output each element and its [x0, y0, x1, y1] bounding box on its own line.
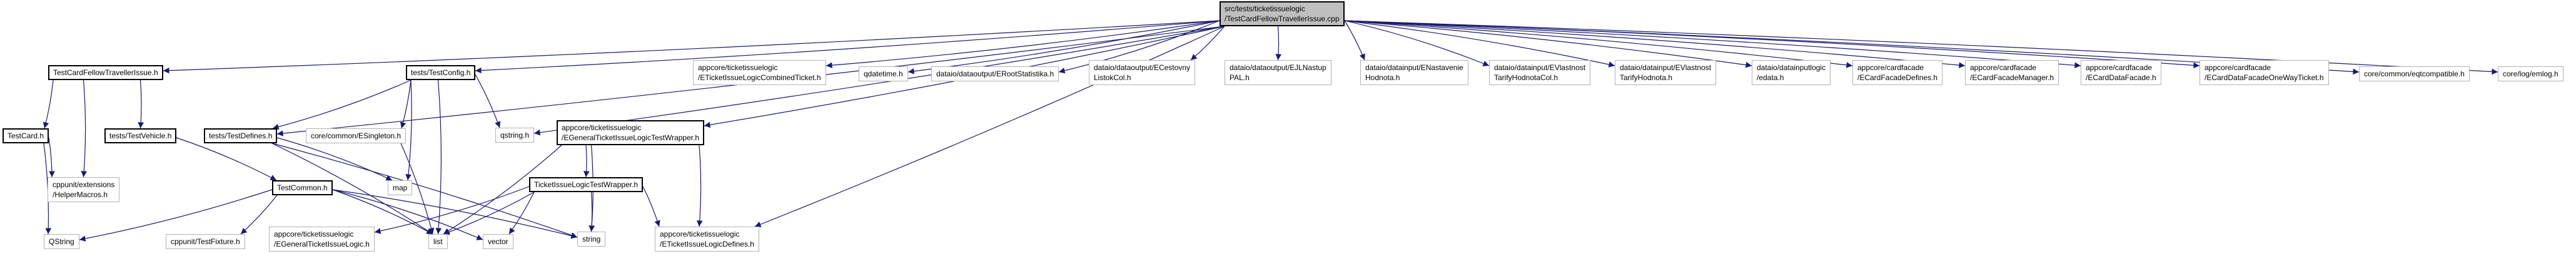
node-ecd_facade_ow: appcore/cardfacade /ECardDataFacadeOneWa…	[2200, 60, 2329, 85]
node-testcommon[interactable]: TestCommon.h	[272, 180, 333, 195]
node-evlast_col: dataio/datainput/EVlastnost TarifyHodnot…	[1489, 60, 1591, 85]
edge-root-ecd_facade_ow	[1344, 20, 2200, 69]
edge-root-enastavenie	[1344, 20, 1365, 61]
node-eqt_compat: core/common/eqtcompatible.h	[2359, 66, 2470, 81]
edge-testconfig-map	[405, 79, 412, 181]
node-eroot_stat: dataio/dataoutput/ERootStatistika.h	[931, 66, 1059, 81]
node-testfixture: cppunit/TestFixture.h	[166, 234, 245, 249]
edge-root-ecf_defines	[1344, 20, 1853, 68]
node-ejl_nastup: dataio/dataoutput/EJLNastup PAL.h	[1225, 60, 1331, 85]
node-testdefines[interactable]: tests/TestDefines.h	[204, 128, 278, 143]
node-ecf_defines: appcore/cardfacade /ECardFacadeDefines.h	[1852, 60, 1943, 85]
node-egtil: appcore/ticketissuelogic /EGeneralTicket…	[269, 227, 375, 252]
node-evlast: dataio/datainput/EVlastnost TarifyHodnot…	[1615, 60, 1717, 85]
node-emlog: core/log/emlog.h	[2498, 66, 2563, 81]
edge-root-ecd_facade	[1344, 20, 2081, 69]
edge-testvehicle-testcommon	[176, 137, 277, 181]
edge-testconfig-testdefines	[272, 79, 412, 130]
node-ecestovny: dataio/dataoutput/ECestovny ListokCol.h	[1089, 60, 1196, 85]
edge-root-evlast_col	[1344, 20, 1490, 66]
edge-tiltw-etil_defines	[642, 186, 660, 227]
node-wrapper_e[interactable]: appcore/ticketissuelogic /EGeneralTicket…	[557, 120, 705, 145]
edge-tcfti-testcard	[43, 79, 54, 129]
edge-root-combined	[826, 20, 1220, 68]
edge-testconfig-qstring	[475, 74, 501, 128]
edge-root-ecf_manager	[1344, 20, 1966, 68]
node-qstring: qstring.h	[495, 128, 535, 143]
node-testcard[interactable]: TestCard.h	[3, 128, 49, 143]
edge-tiltw-list	[443, 192, 535, 235]
node-edata: dataio/datainputlogic /edata.h	[1752, 60, 1831, 85]
node-ecd_facade: appcore/cardfacade /ECardDataFacade.h	[2081, 60, 2161, 85]
edge-testcard-helper_macros	[48, 137, 55, 178]
node-combined: appcore/ticketissuelogic /ETicketIssueLo…	[693, 60, 826, 85]
node-qdatetime: qdatetime.h	[859, 66, 908, 81]
node-string: string	[577, 232, 606, 247]
edge-testconfig-esingleton	[400, 79, 412, 129]
edge-root-ejl_nastup	[1275, 26, 1282, 61]
edge-testconfig-list	[435, 79, 442, 235]
node-etil_defines: appcore/ticketissuelogic /ETicketIssueLo…	[655, 227, 759, 252]
node-tcfti[interactable]: TestCardFellowTravellerIssue.h	[48, 65, 163, 80]
edge-wrapper_e-etil_defines	[696, 145, 703, 227]
node-qstring_q: QString	[44, 234, 79, 249]
edge-root-evlast	[1344, 20, 1615, 68]
node-testvehicle[interactable]: tests/TestVehicle.h	[104, 128, 177, 143]
node-list: list	[428, 234, 448, 249]
edge-tiltw-vector	[508, 192, 535, 235]
edge-tcfti-helper_macros	[81, 79, 88, 178]
node-enastavenie: dataio/datainput/ENastavenie Hodnota.h	[1360, 60, 1468, 85]
node-root: src/tests/ticketissuelogic /TestCardFell…	[1220, 1, 1345, 26]
node-map: map	[388, 180, 413, 195]
node-ecf_manager: appcore/cardfacade /ECardFacadeManager.h	[1965, 60, 2059, 85]
node-tiltw[interactable]: TicketIssueLogicTestWrapper.h	[529, 177, 644, 192]
node-esingleton: core/common/ESingleton.h	[306, 128, 407, 143]
edge-root-ecestovny	[1190, 26, 1225, 61]
edge-wrapper_e-tiltw	[583, 145, 590, 178]
node-helper_macros: cppunit/extensions /HelperMacros.h	[48, 177, 120, 202]
node-testconfig[interactable]: tests/TestConfig.h	[406, 65, 476, 80]
edge-testdefines-map	[276, 137, 393, 181]
edge-root-tcfti	[163, 20, 1220, 74]
edge-root-etil_defines	[754, 26, 1225, 227]
edge-root-edata	[1344, 20, 1752, 68]
edge-tcfti-testvehicle	[138, 79, 144, 129]
node-vector: vector	[483, 234, 513, 249]
